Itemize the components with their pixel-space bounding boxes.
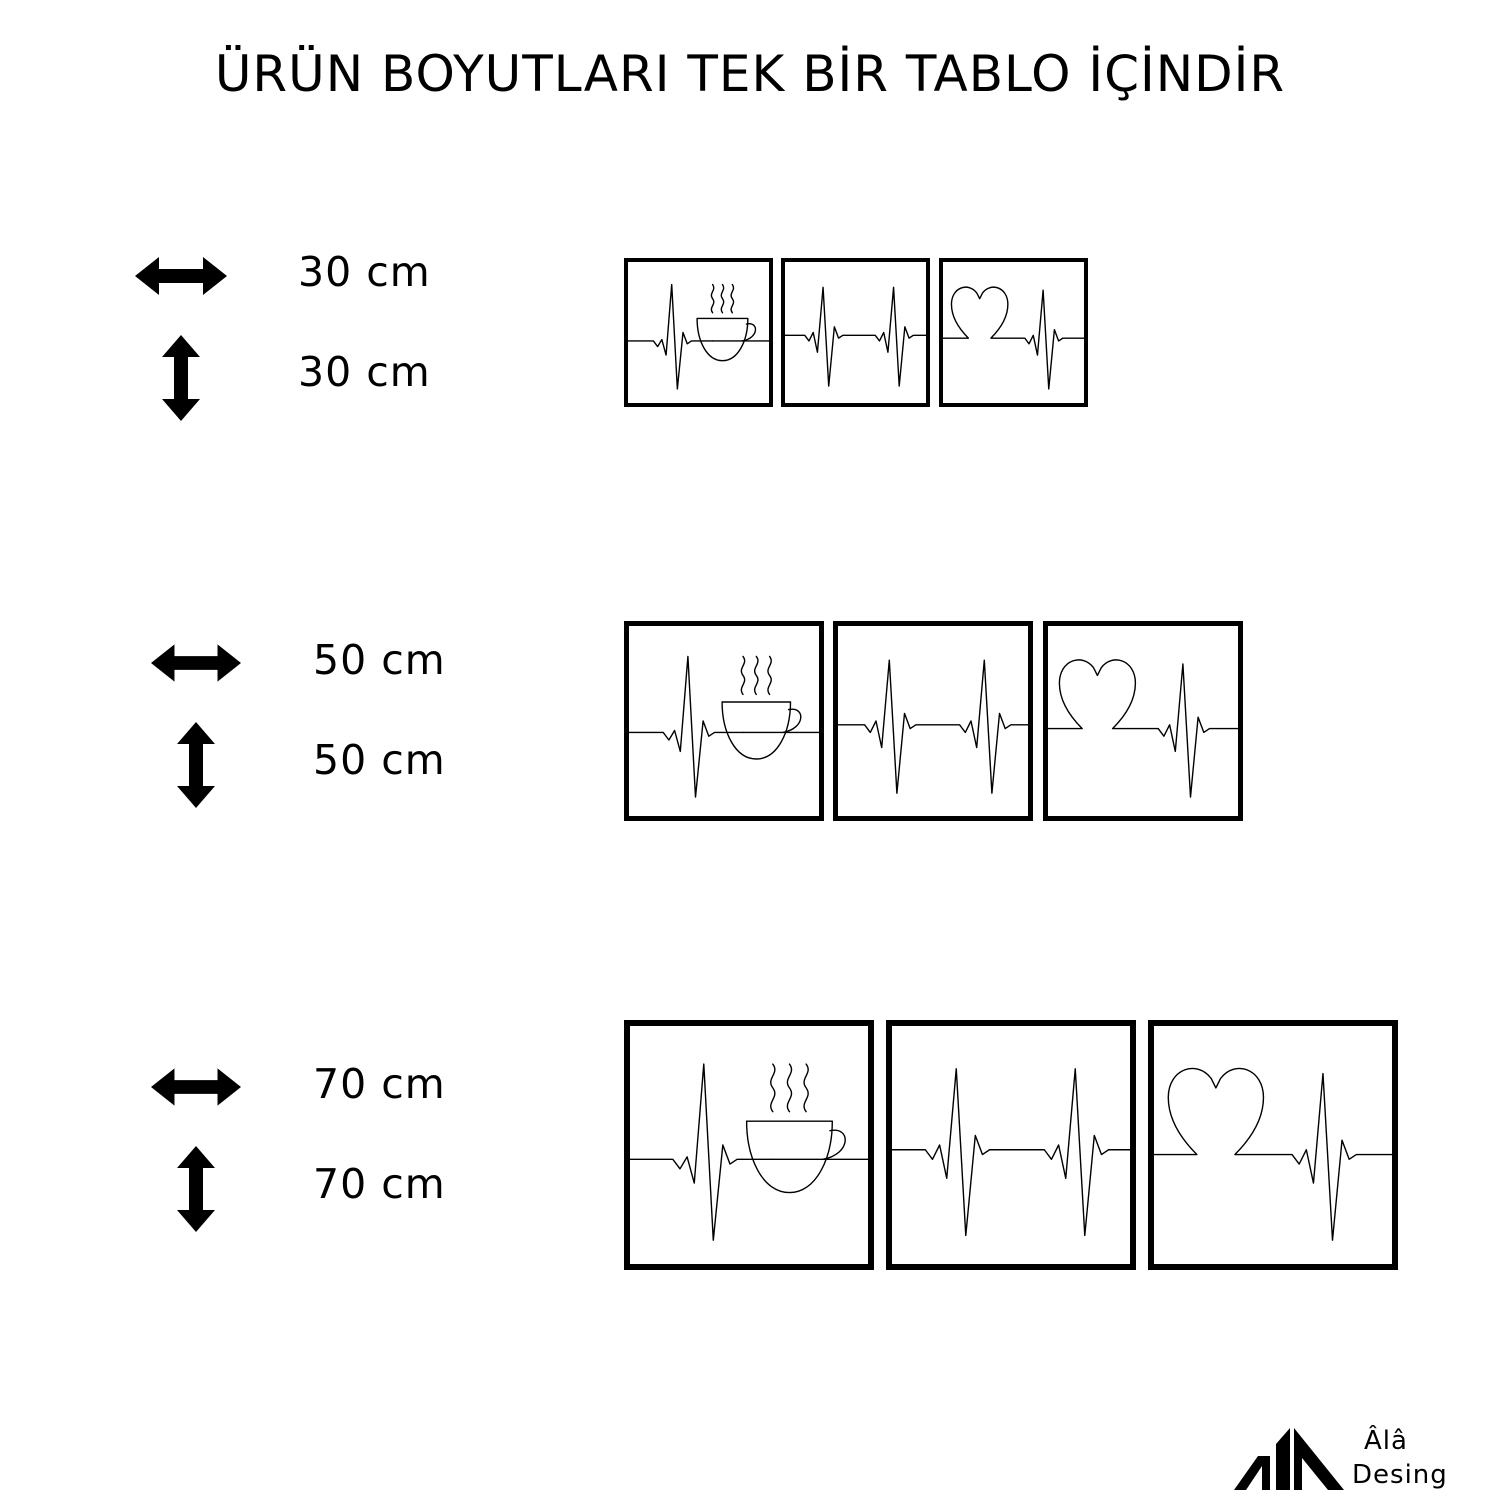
vertical-double-arrow-icon: [162, 335, 200, 421]
panel-coffee-cup: [624, 621, 824, 821]
coffee-heartbeat-art: [628, 262, 769, 403]
brand-mark-icon: [1234, 1428, 1344, 1490]
height-value: 30 cm: [298, 348, 431, 396]
coffee-heartbeat-art: [629, 626, 819, 816]
heartbeat-art: [838, 626, 1028, 816]
heart-heartbeat-art: [1048, 626, 1238, 816]
panel-heartbeat: [886, 1020, 1136, 1270]
horizontal-double-arrow-icon: [135, 257, 227, 295]
width-value: 30 cm: [298, 248, 431, 296]
vertical-double-arrow-icon: [177, 1146, 215, 1232]
heartbeat-art: [785, 262, 926, 403]
brand-name-line1: Âlâ: [1364, 1426, 1408, 1456]
horizontal-double-arrow-icon: [151, 1068, 241, 1106]
width-value: 70 cm: [313, 1060, 446, 1108]
panel-heartbeat: [781, 258, 930, 407]
height-value: 70 cm: [313, 1160, 446, 1208]
width-value: 50 cm: [313, 636, 446, 684]
vertical-double-arrow-icon: [177, 722, 215, 808]
heart-heartbeat-art: [1154, 1026, 1392, 1264]
panel-coffee-cup: [624, 258, 773, 407]
panel-heart: [1148, 1020, 1398, 1270]
coffee-heartbeat-art: [630, 1026, 868, 1264]
brand-name-line2: Desing: [1352, 1460, 1448, 1490]
panel-heart: [939, 258, 1088, 407]
panel-heartbeat: [833, 621, 1033, 821]
page-title: ÜRÜN BOYUTLARI TEK BİR TABLO İÇİNDİR: [214, 45, 1286, 103]
height-value: 50 cm: [313, 736, 446, 784]
panel-heart: [1043, 621, 1243, 821]
panel-coffee-cup: [624, 1020, 874, 1270]
heartbeat-art: [892, 1026, 1130, 1264]
brand-logo: Âlâ Desing: [1232, 1424, 1492, 1494]
horizontal-double-arrow-icon: [151, 644, 241, 682]
heart-heartbeat-art: [943, 262, 1084, 403]
